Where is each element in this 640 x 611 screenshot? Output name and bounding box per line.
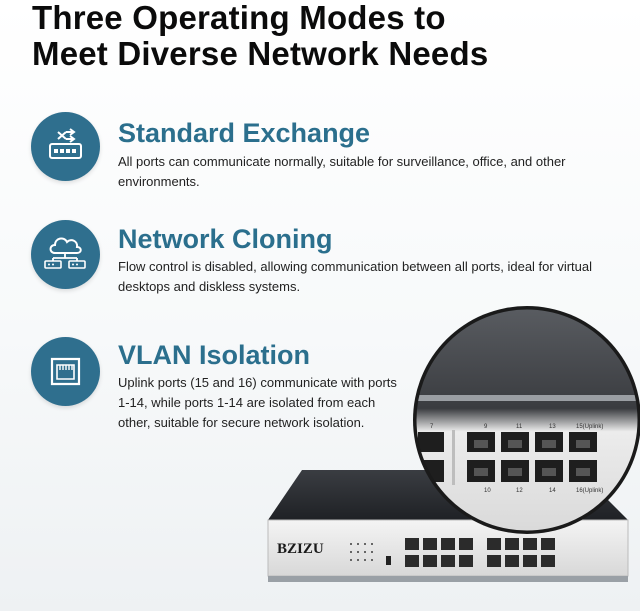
zoom-port-label: 11 [516,424,523,430]
mode-title: Network Cloning [118,224,333,254]
headline-line-2: Meet Diverse Network Needs [32,35,489,72]
mode-description-line: Flow control is disabled, allowing commu… [118,259,593,274]
ethernet-ports [405,538,555,567]
zoom-port-label: 13 [549,424,556,430]
mode-description: Flow control is disabled, allowing commu… [118,257,592,297]
mode-description-line: 1-14, while ports 1-14 are isolated from… [118,395,376,410]
zoom-ports [418,432,597,482]
brand-logo: BZIZU [277,541,324,557]
zoom-port-label: 9 [484,424,488,430]
switch-exchange-icon [31,112,100,181]
zoom-port-label: 14 [549,488,556,494]
mode-description-line: other, suitable for secure network isola… [118,415,365,430]
page-headline: Three Operating Modes to Meet Diverse Ne… [32,0,632,72]
headline-line-1: Three Operating Modes to [32,0,446,36]
mode-description-line: desktops and diskless systems. [118,279,301,294]
mode-title: VLAN Isolation [118,340,311,370]
zoom-port-label: 16(Uplink) [576,488,603,494]
zoom-port-label: 10 [484,488,491,494]
ethernet-port-icon [31,337,100,406]
zoom-lens: 7 9 11 13 15(Uplink) 10 12 14 16(Uplink) [413,306,640,534]
mode-title: Standard Exchange [118,118,371,148]
mode-description: Uplink ports (15 and 16) communicate wit… [118,373,397,433]
zoom-port-label: 7 [430,424,434,430]
mode-description-line: Uplink ports (15 and 16) communicate wit… [118,375,397,390]
switch-body: BZIZU [267,470,629,582]
mode-description-line: All ports can communicate normally, suit… [118,154,566,169]
callout-pointer [508,512,538,532]
zoom-port-label: 15(Uplink) [576,424,603,430]
cloud-network-icon [31,220,100,289]
zoom-port-label: 12 [516,488,523,494]
mode-description: All ports can communicate normally, suit… [118,152,566,192]
mode-description-line: environments. [118,174,200,189]
